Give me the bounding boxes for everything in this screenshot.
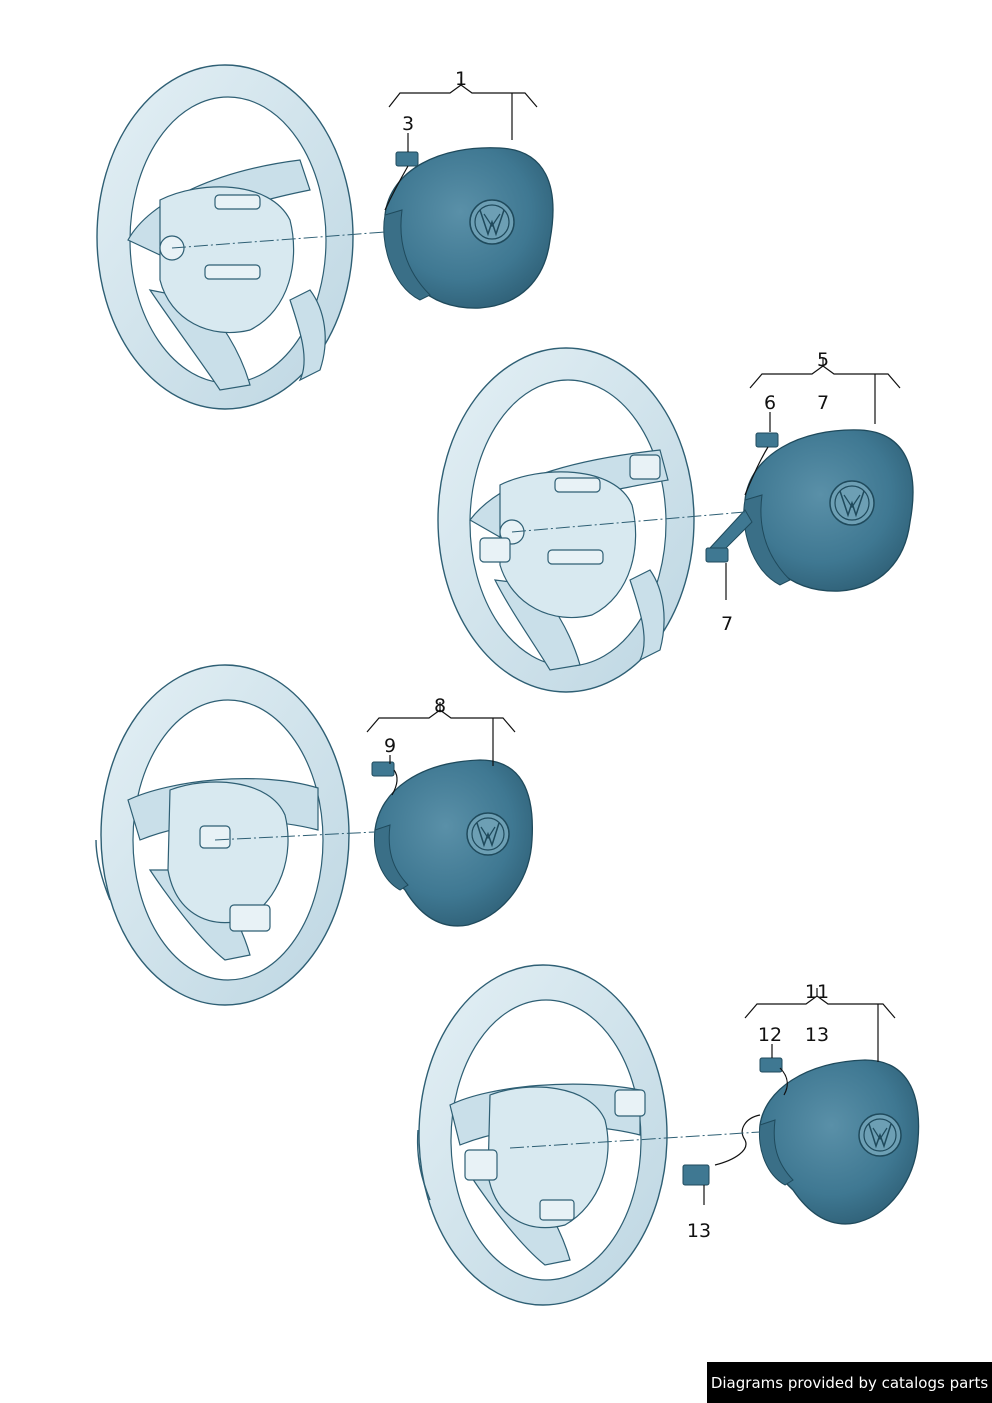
- airbag-connector-icon: [384, 151, 419, 211]
- airbag-connector-icon: [759, 1057, 788, 1096]
- callout-label-8: 8: [434, 695, 446, 717]
- airbag-module-3: [371, 759, 534, 927]
- steering-wheel-2: [437, 347, 695, 693]
- airbag-connector-icon: [705, 509, 753, 563]
- airbag-connector-icon: [371, 761, 398, 796]
- callout-label-9: 9: [384, 735, 396, 757]
- airbag-connector-icon: [744, 432, 779, 496]
- vw-logo-icon: [858, 1113, 902, 1157]
- callout-group-11: 11 12 13 13: [687, 981, 896, 1242]
- callout-label-7-bottom: 7: [721, 613, 733, 635]
- steering-wheel-3: [95, 664, 350, 1006]
- callout-group-5: 5 6 7 7: [721, 349, 901, 635]
- callout-group-1: 1 3: [388, 68, 538, 152]
- airbag-connector-icon: [682, 1114, 761, 1186]
- footer-credit: Diagrams provided by catalogs parts: [707, 1362, 992, 1403]
- callout-label-3: 3: [402, 113, 414, 135]
- vw-logo-icon: [466, 812, 510, 856]
- callout-label-11: 11: [805, 981, 829, 1003]
- callout-label-12: 12: [758, 1024, 782, 1046]
- callout-group-8: 8 9: [366, 695, 516, 766]
- callout-label-13-bottom: 13: [687, 1220, 711, 1242]
- callout-label-6: 6: [764, 392, 776, 414]
- steering-wheel-4: [416, 964, 668, 1306]
- vw-logo-icon: [829, 480, 875, 526]
- airbag-module-1: [383, 147, 554, 309]
- vw-logo-icon: [469, 199, 515, 245]
- callout-label-1: 1: [455, 68, 467, 90]
- steering-wheel-1: [96, 64, 354, 410]
- callout-label-5: 5: [817, 349, 829, 371]
- callout-label-7-top: 7: [817, 392, 829, 414]
- callout-label-13-top: 13: [805, 1024, 829, 1046]
- airbag-module-4: [682, 1057, 920, 1225]
- airbag-module-2: [705, 429, 914, 592]
